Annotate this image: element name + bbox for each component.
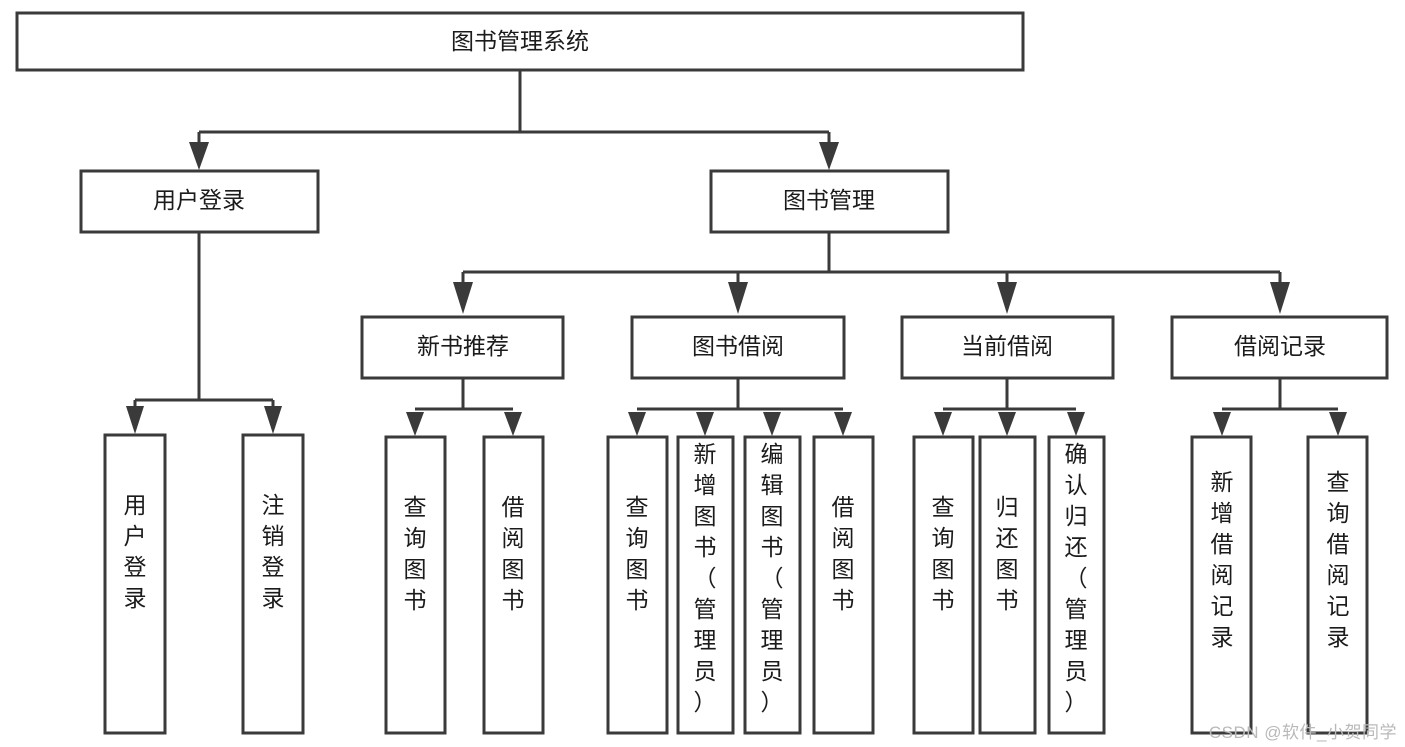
node-root[interactable]: 图书管理系统	[15, 11, 1025, 72]
arrow-head-leaf-return-book	[998, 412, 1016, 436]
arrow-head-leaf-add-record	[1213, 412, 1231, 436]
node-new-book-recommend-box[interactable]	[360, 315, 565, 380]
leaf-borrow-book-1-box[interactable]	[482, 435, 545, 735]
leaf-query-book-3-box[interactable]	[912, 435, 975, 735]
node-user-login-label: 用户登录	[153, 187, 245, 213]
arrow-head-leaf-user-login	[126, 406, 144, 434]
leaf-add-record-label: 新增借阅记录	[1211, 469, 1234, 650]
leaf-edit-book-label: 编辑图书（管理员）	[761, 441, 784, 715]
node-borrow-record[interactable]: 借阅记录	[1170, 315, 1389, 380]
node-book-borrow[interactable]: 图书借阅	[630, 315, 846, 380]
arrow-head-borrow-record	[1270, 282, 1290, 314]
connector-bookmgmt-to-level2	[453, 232, 1290, 314]
leaf-query-record-label: 查询借阅记录	[1327, 469, 1350, 650]
leaf-return-book[interactable]: 归还图书	[978, 435, 1037, 735]
leaf-add-record[interactable]: 新增借阅记录	[1190, 435, 1253, 735]
arrow-head-leaf-logout	[264, 406, 282, 434]
leaf-edit-book-box[interactable]	[743, 435, 802, 735]
arrow-head-user-login	[189, 142, 209, 170]
arrow-head-new-book	[453, 282, 473, 314]
leaf-query-record[interactable]: 查询借阅记录	[1306, 435, 1369, 735]
leaf-confirm-return-box[interactable]	[1047, 435, 1106, 735]
node-new-book-recommend[interactable]: 新书推荐	[360, 315, 565, 380]
node-borrow-record-label: 借阅记录	[1234, 333, 1326, 359]
leaf-borrow-book-1-label: 借阅图书	[502, 494, 525, 613]
leaf-return-book-label: 归还图书	[996, 494, 1019, 613]
leaf-return-book-box[interactable]	[978, 435, 1037, 735]
node-root-box[interactable]	[15, 11, 1025, 72]
arrow-head-leaf-query-book-2	[628, 412, 646, 436]
leaf-borrow-book-2[interactable]: 借阅图书	[812, 435, 875, 735]
leaf-borrow-book-2-box[interactable]	[812, 435, 875, 735]
node-book-borrow-label: 图书借阅	[692, 333, 784, 359]
arrow-head-leaf-query-book-3	[934, 412, 952, 436]
leaf-add-book-box[interactable]	[676, 435, 735, 735]
leaf-confirm-return-label: 确认归还（管理员）	[1065, 441, 1088, 715]
connector-currentborrow-to-leaves	[934, 378, 1085, 436]
arrow-head-leaf-query-book-1	[406, 412, 424, 436]
leaf-user-login-box[interactable]	[103, 433, 167, 735]
node-borrow-record-box[interactable]	[1170, 315, 1389, 380]
leaf-query-book-3-label: 查询图书	[932, 494, 955, 613]
leaf-add-record-box[interactable]	[1190, 435, 1253, 735]
leaf-add-book[interactable]: 新增图书（管理员）	[676, 435, 735, 735]
arrow-head-leaf-query-record	[1329, 412, 1347, 436]
leaf-query-book-1-label: 查询图书	[404, 494, 427, 613]
node-book-management[interactable]: 图书管理	[709, 169, 950, 234]
leaf-edit-book[interactable]: 编辑图书（管理员）	[743, 435, 802, 735]
node-new-book-recommend-label: 新书推荐	[417, 333, 509, 359]
node-book-management-label: 图书管理	[783, 187, 875, 213]
leaf-borrow-book-1[interactable]: 借阅图书	[482, 435, 545, 735]
connector-root-to-level1	[189, 70, 839, 170]
leaf-user-login[interactable]: 用户登录	[103, 433, 167, 735]
node-current-borrow-box[interactable]	[900, 315, 1115, 380]
leaf-query-book-1-box[interactable]	[384, 435, 447, 735]
csdn-watermark: CSDN @软件_小贺同学	[1208, 723, 1397, 742]
node-user-login[interactable]: 用户登录	[79, 169, 320, 234]
leaf-logout-label: 注销登录	[262, 492, 285, 611]
arrow-head-current-borrow	[997, 282, 1017, 314]
arrow-head-leaf-confirm-return	[1067, 412, 1085, 436]
arrow-head-leaf-add-book	[696, 412, 714, 436]
connector-borrowrecord-to-leaves	[1213, 378, 1347, 436]
leaf-query-record-box[interactable]	[1306, 435, 1369, 735]
arrow-head-book-management	[819, 142, 839, 170]
connector-bookborrow-to-leaves	[628, 378, 852, 436]
leaf-borrow-book-2-label: 借阅图书	[832, 494, 855, 613]
leaf-logout[interactable]: 注销登录	[241, 433, 305, 735]
arrow-head-leaf-borrow-book-1	[504, 412, 522, 436]
node-root-label: 图书管理系统	[451, 28, 589, 54]
leaf-query-book-1[interactable]: 查询图书	[384, 435, 447, 735]
connector-userlogin-to-leaves	[126, 232, 282, 434]
arrow-head-book-borrow	[728, 282, 748, 314]
arrow-head-leaf-borrow-book-2	[834, 412, 852, 436]
node-book-borrow-box[interactable]	[630, 315, 846, 380]
node-user-login-box[interactable]	[79, 169, 320, 234]
node-current-borrow-label: 当前借阅	[961, 333, 1053, 359]
leaf-add-book-label: 新增图书（管理员）	[694, 441, 717, 715]
arrow-head-leaf-edit-book	[763, 412, 781, 436]
node-current-borrow[interactable]: 当前借阅	[900, 315, 1115, 380]
leaf-logout-box[interactable]	[241, 433, 305, 735]
connector-newbook-to-leaves	[406, 378, 522, 436]
leaf-user-login-label: 用户登录	[124, 492, 147, 611]
leaf-query-book-3[interactable]: 查询图书	[912, 435, 975, 735]
leaf-query-book-2[interactable]: 查询图书	[606, 435, 669, 735]
leaf-query-book-2-box[interactable]	[606, 435, 669, 735]
node-book-management-box[interactable]	[709, 169, 950, 234]
leaf-query-book-2-label: 查询图书	[626, 494, 649, 613]
leaf-confirm-return[interactable]: 确认归还（管理员）	[1047, 435, 1106, 735]
